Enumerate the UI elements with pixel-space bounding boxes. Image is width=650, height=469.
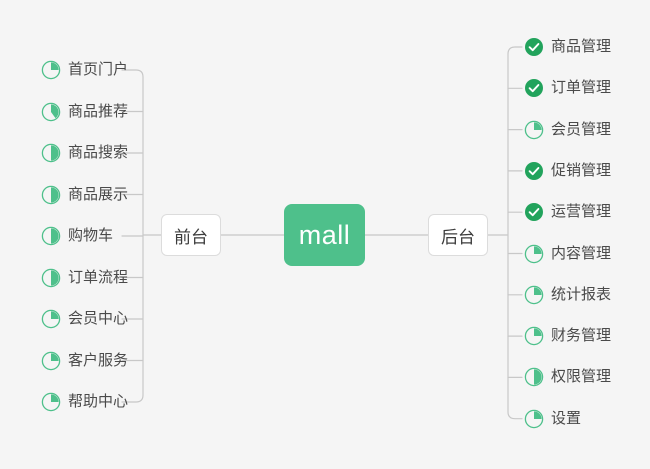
check-circle-icon bbox=[525, 161, 543, 180]
leaf-node[interactable]: 统计报表 bbox=[524, 281, 611, 309]
leaf-node[interactable]: 订单流程 bbox=[41, 264, 128, 292]
progress-pie-icon bbox=[41, 309, 61, 329]
leaf-node[interactable]: 商品管理 bbox=[524, 33, 611, 61]
progress-pie-icon bbox=[524, 244, 544, 263]
leaf-node-label: 统计报表 bbox=[551, 285, 612, 303]
leaf-node[interactable]: 商品展示 bbox=[41, 181, 128, 209]
leaf-node[interactable]: 购物车 bbox=[41, 222, 114, 250]
leaf-node-label: 财务管理 bbox=[551, 327, 612, 345]
leaf-node-label: 购物车 bbox=[68, 227, 114, 244]
leaf-node-label: 会员管理 bbox=[551, 120, 612, 138]
leaf-node[interactable]: 商品推荐 bbox=[41, 98, 128, 126]
leaf-node-label: 内容管理 bbox=[551, 244, 612, 262]
leaf-node[interactable]: 订单管理 bbox=[524, 74, 611, 102]
check-circle-icon bbox=[525, 203, 543, 222]
root-node-label: mall bbox=[298, 219, 351, 250]
progress-pie-icon bbox=[41, 226, 61, 246]
check-circle-icon bbox=[525, 79, 543, 98]
leaf-node[interactable]: 帮助中心 bbox=[41, 388, 128, 416]
progress-pie-icon bbox=[41, 102, 61, 121]
leaf-node-label: 帮助中心 bbox=[68, 393, 129, 410]
leaf-node-label: 商品推荐 bbox=[68, 102, 129, 120]
leaf-node[interactable]: 财务管理 bbox=[524, 322, 611, 350]
branch-node-frontend-label: 前台 bbox=[174, 227, 208, 247]
progress-pie-icon bbox=[524, 409, 544, 428]
progress-pie-icon bbox=[41, 143, 61, 163]
leaf-node[interactable]: 客户服务 bbox=[41, 347, 128, 375]
leaf-node-label: 客户服务 bbox=[68, 351, 129, 369]
leaf-node[interactable]: 会员管理 bbox=[524, 116, 611, 144]
progress-pie-icon bbox=[41, 392, 61, 412]
branch-node-backend[interactable]: 后台 bbox=[428, 214, 488, 256]
leaf-node-label: 促销管理 bbox=[551, 161, 612, 179]
branch-node-frontend[interactable]: 前台 bbox=[161, 214, 221, 256]
leaf-node-label: 商品搜索 bbox=[68, 144, 129, 161]
leaf-node-label: 订单流程 bbox=[68, 268, 129, 286]
leaf-node-label: 运营管理 bbox=[551, 203, 612, 221]
progress-pie-icon bbox=[524, 285, 544, 305]
leaf-node[interactable]: 内容管理 bbox=[524, 240, 611, 268]
leaf-node-label: 会员中心 bbox=[68, 310, 129, 327]
leaf-node[interactable]: 首页门户 bbox=[41, 56, 128, 84]
leaf-node-label: 商品展示 bbox=[68, 185, 129, 203]
root-node-mall[interactable]: mall bbox=[284, 204, 365, 266]
leaf-node-label: 权限管理 bbox=[551, 368, 612, 386]
check-circle-icon bbox=[525, 38, 543, 56]
branch-node-backend-label: 后台 bbox=[441, 227, 475, 247]
leaf-node[interactable]: 商品搜索 bbox=[41, 139, 128, 167]
progress-pie-icon bbox=[524, 326, 544, 346]
leaf-node[interactable]: 运营管理 bbox=[524, 198, 611, 226]
leaf-node[interactable]: 会员中心 bbox=[41, 305, 128, 333]
backend-bracket bbox=[507, 46, 523, 420]
leaf-node-label: 首页门户 bbox=[68, 61, 129, 78]
progress-pie-icon bbox=[41, 185, 61, 204]
progress-pie-icon bbox=[524, 120, 544, 139]
leaf-node[interactable]: 权限管理 bbox=[524, 363, 611, 391]
leaf-node[interactable]: 促销管理 bbox=[524, 157, 611, 185]
leaf-node[interactable]: 设置 bbox=[524, 405, 581, 433]
progress-pie-icon bbox=[524, 368, 544, 387]
progress-pie-icon bbox=[41, 268, 61, 287]
leaf-node-label: 设置 bbox=[551, 409, 582, 427]
leaf-node-label: 订单管理 bbox=[551, 79, 612, 97]
leaf-node-label: 商品管理 bbox=[551, 38, 612, 55]
progress-pie-icon bbox=[41, 351, 61, 370]
progress-pie-icon bbox=[41, 60, 61, 80]
